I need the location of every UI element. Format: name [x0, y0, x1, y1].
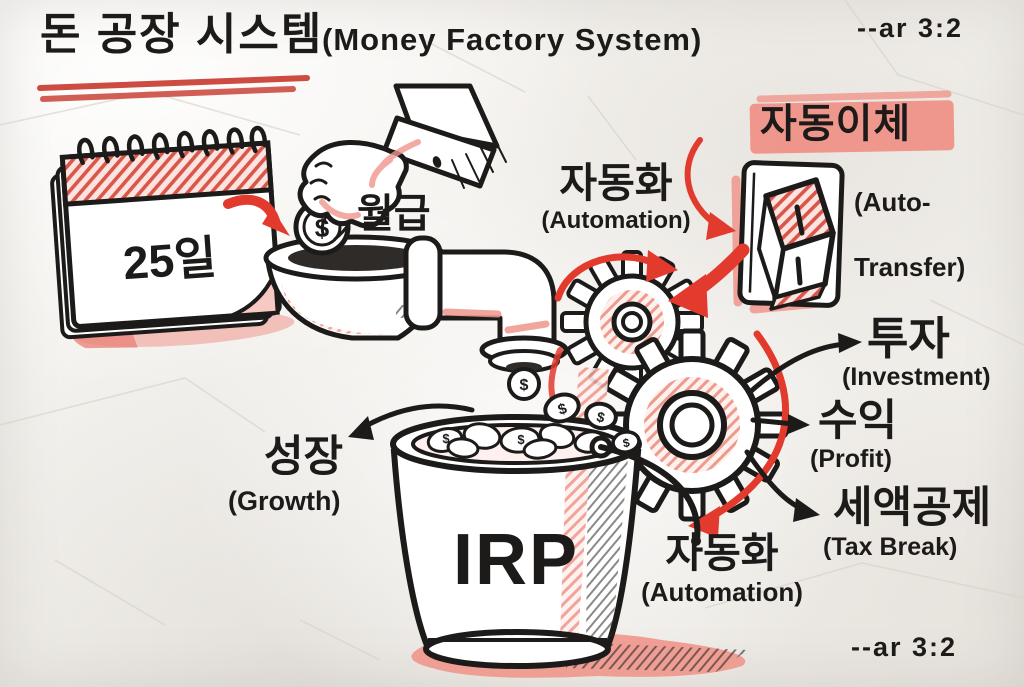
calendar-illustration: 25일 — [50, 125, 295, 349]
heap-coin-symbol: $ — [517, 432, 525, 447]
growth-arrow — [348, 403, 475, 440]
automation-top-english: (Automation) — [541, 207, 691, 235]
auto-transfer-english: (Auto- Transfer) — [854, 153, 965, 316]
calendar-spiral — [77, 125, 268, 166]
page-title-english: (Money Factory System) — [322, 22, 703, 57]
automation-bottom-korean: 자동화 — [665, 530, 779, 576]
falling-coin-symbol: $ — [622, 435, 631, 450]
page-title-korean: 돈 공장 시스템 — [40, 10, 324, 59]
investment-english: (Investment) — [842, 363, 991, 391]
bucket-illustration: $ $ IRP — [390, 414, 748, 678]
auto-transfer-english-line1: (Auto- — [854, 186, 931, 217]
falling-coin-symbol: $ — [595, 408, 607, 425]
falling-coin-symbol: $ — [520, 377, 529, 394]
switch-arrows — [668, 137, 750, 318]
calendar-day-label: 25일 — [121, 231, 218, 289]
switch-illustration — [731, 160, 845, 314]
auto-transfer-english-line2: Transfer) — [854, 251, 966, 282]
investment-korean: 투자 — [867, 313, 950, 364]
aspect-ratio-note-top: --ar 3:2 — [857, 13, 964, 43]
automation-bottom-english: (Automation) — [641, 577, 803, 608]
paper-creases — [0, 0, 1024, 661]
large-gear — [595, 328, 789, 522]
tax-break-korean: 세액공제 — [833, 484, 992, 532]
salary-label: 월급 — [357, 192, 431, 236]
automation-top-korean: 자동화 — [559, 160, 673, 206]
aspect-ratio-note-bottom: --ar 3:2 — [851, 632, 958, 662]
output-arrows — [744, 333, 862, 522]
growth-korean: 성장 — [264, 433, 344, 481]
profit-english: (Profit) — [810, 445, 892, 473]
automation-top-label: 자동화 (Automation) — [528, 160, 704, 235]
bucket-label: IRP — [453, 520, 579, 600]
hand-illustration — [297, 83, 507, 241]
auto-transfer-korean: 자동이체 — [760, 102, 912, 146]
tax-break-english: (Tax Break) — [823, 533, 958, 561]
gears-illustration — [560, 250, 789, 522]
title-underline — [37, 75, 310, 102]
faucet-illustration — [263, 234, 569, 373]
arrow-calendar-to-coin — [223, 194, 290, 236]
growth-english: (Growth) — [228, 486, 341, 516]
heap-coin-symbol: $ — [442, 431, 450, 446]
falling-coins: $ $ $ $ — [507, 367, 641, 454]
profit-korean: 수익 — [818, 397, 898, 445]
red-cycle-arrows — [548, 250, 790, 538]
automation-bottom-label: 자동화 (Automation) — [622, 530, 822, 608]
auto-transfer-highlight — [749, 90, 955, 154]
